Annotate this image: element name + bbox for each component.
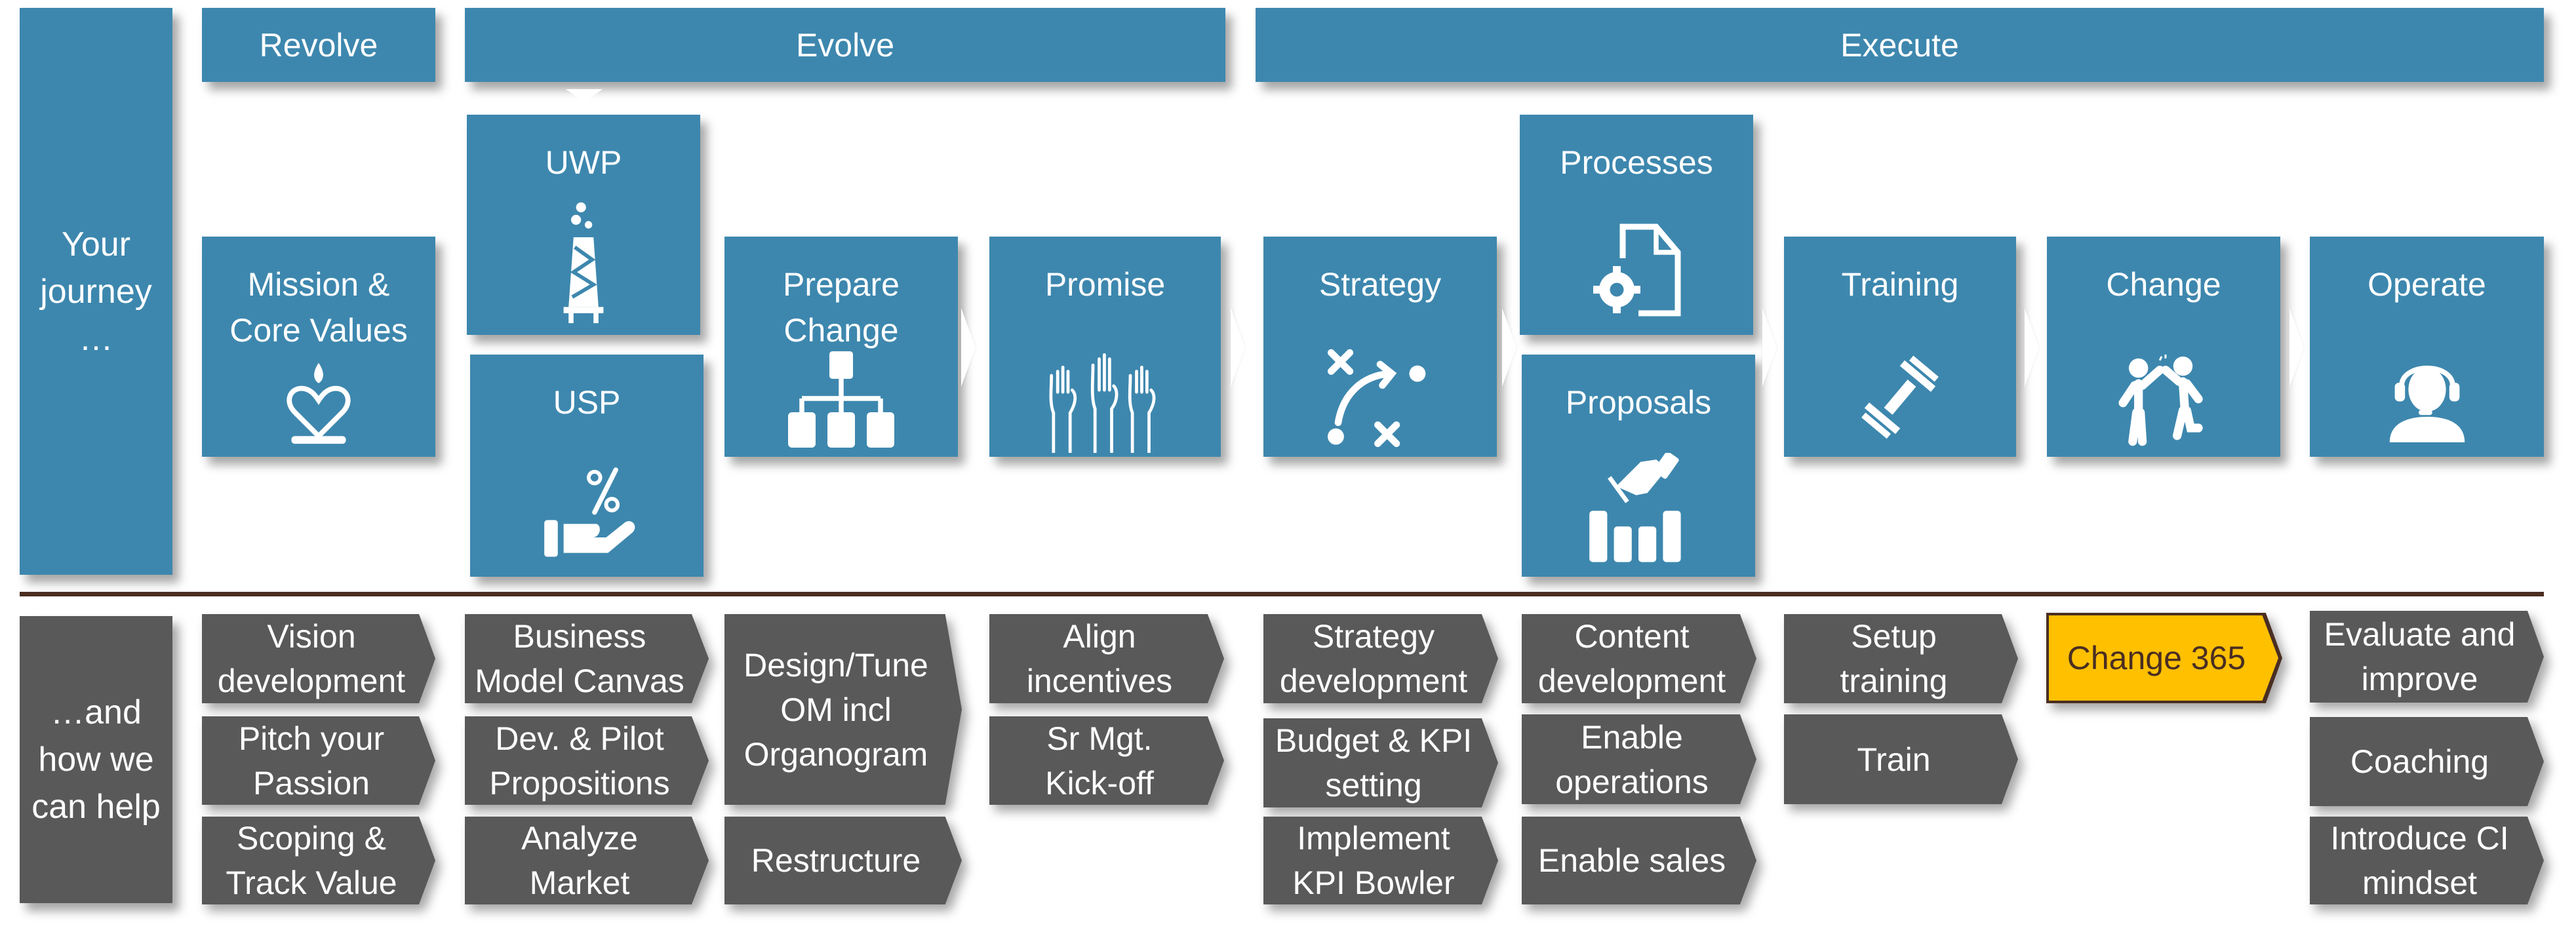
service-implement-kpi-bowler[interactable]: Implement KPI Bowler: [1263, 817, 1498, 904]
hand-percent-icon: [544, 467, 635, 557]
document-gear-icon: [1593, 223, 1681, 317]
tile-change-label: Change: [2106, 266, 2221, 303]
tile-change[interactable]: Change: [2047, 237, 2280, 457]
tile-operate[interactable]: Operate: [2310, 237, 2544, 457]
headset-agent-icon: [2389, 366, 2465, 442]
service-label: Introduce CI mindset: [2310, 817, 2544, 904]
phase-pointer: [566, 89, 603, 102]
service-analyze-market[interactable]: Analyze Market: [465, 817, 709, 904]
high-five-icon: [2118, 355, 2203, 446]
service-evaluate-improve[interactable]: Evaluate and improve: [2310, 611, 2544, 703]
tile-training[interactable]: Training: [1784, 237, 2016, 457]
service-coaching[interactable]: Coaching: [2310, 717, 2544, 806]
tile-processes-label: Processes: [1560, 144, 1713, 181]
phase-evolve[interactable]: Evolve: [465, 8, 1225, 82]
service-label: Enable sales: [1522, 817, 1756, 904]
tile-usp-label: USP: [553, 384, 621, 421]
flow-arrow: [2289, 308, 2304, 387]
service-label: Dev. & Pilot Propositions: [465, 716, 709, 805]
heart-candle-icon: [287, 362, 351, 444]
service-content-development[interactable]: Content development: [1522, 614, 1756, 703]
service-restructure[interactable]: Restructure: [724, 817, 962, 904]
service-sr-mgt-kick-off[interactable]: Sr Mgt. Kick-off: [989, 716, 1224, 805]
service-label: Pitch your Passion: [202, 716, 435, 805]
service-label: Sr Mgt. Kick-off: [989, 716, 1224, 805]
tile-strategy-label: Strategy: [1318, 266, 1442, 303]
service-label: Design/Tune OM incl Organogram: [724, 614, 962, 805]
tile-operate-label: Operate: [2368, 266, 2486, 303]
section-divider: [20, 592, 2544, 596]
flow-arrow: [2025, 308, 2039, 387]
tile-uwp-label: UWP: [545, 144, 622, 181]
service-vision-development[interactable]: Vision development: [202, 614, 435, 703]
flow-arrow: [1231, 308, 1245, 387]
phase-execute[interactable]: Execute: [1256, 8, 2544, 82]
service-label: Align incentives: [989, 614, 1224, 703]
raised-hands-icon: [1049, 353, 1155, 453]
service-label: Change 365: [2049, 615, 2278, 701]
tile-strategy[interactable]: Strategy: [1263, 237, 1497, 457]
handshake-chart-icon: [1589, 453, 1681, 562]
service-label: Restructure: [724, 817, 962, 904]
service-budget-kpi-setting[interactable]: Budget & KPI setting: [1263, 718, 1498, 807]
service-change-365[interactable]: Change 365: [2046, 613, 2282, 703]
service-setup-training[interactable]: Setup training: [1784, 614, 2018, 703]
service-label: Implement KPI Bowler: [1263, 817, 1498, 904]
tile-training-label: Training: [1841, 266, 1959, 303]
service-label: Enable operations: [1522, 714, 1756, 804]
service-label: Evaluate and improve: [2310, 611, 2544, 703]
service-strategy-development[interactable]: Strategy development: [1263, 614, 1498, 703]
service-label: Coaching: [2310, 717, 2544, 806]
dumbbell-icon: [1861, 355, 1939, 439]
service-enable-sales[interactable]: Enable sales: [1522, 817, 1756, 904]
flow-arrow: [1762, 308, 1777, 387]
service-train[interactable]: Train: [1784, 714, 2018, 804]
phase-revolve[interactable]: Revolve: [202, 8, 435, 82]
service-label: Strategy development: [1263, 614, 1498, 703]
journey-label: Your journey …: [20, 8, 172, 575]
tile-uwp[interactable]: UWP: [467, 115, 700, 335]
service-pitch-your-passion[interactable]: Pitch your Passion: [202, 716, 435, 805]
tile-promise-label: Promise: [1044, 266, 1166, 303]
service-dev-pilot-propositions[interactable]: Dev. & Pilot Propositions: [465, 716, 709, 805]
service-design-tune-om[interactable]: Design/Tune OM incl Organogram: [724, 614, 962, 805]
service-align-incentives[interactable]: Align incentives: [989, 614, 1224, 703]
org-chart-icon: [788, 351, 894, 448]
service-introduce-ci-mindset[interactable]: Introduce CI mindset: [2310, 817, 2544, 904]
tile-promise[interactable]: Promise: [989, 237, 1221, 457]
tile-proposals-label: Proposals: [1565, 384, 1712, 421]
service-label: Train: [1784, 714, 2018, 804]
flow-arrow: [961, 308, 976, 387]
tile-usp[interactable]: USP: [470, 355, 703, 577]
service-scoping-track-value[interactable]: Scoping & Track Value: [202, 817, 435, 904]
service-label: Analyze Market: [465, 817, 709, 904]
service-label: Vision development: [202, 614, 435, 703]
service-label: Scoping & Track Value: [202, 817, 435, 904]
service-label: Business Model Canvas: [465, 614, 709, 703]
help-label: …and how we can help: [20, 616, 172, 903]
tile-proposals[interactable]: Proposals: [1522, 355, 1755, 577]
flow-arrow: [1502, 308, 1516, 387]
service-business-model-canvas[interactable]: Business Model Canvas: [465, 614, 709, 703]
tile-mission-label: Mission & Core Values: [229, 266, 408, 349]
service-enable-operations[interactable]: Enable operations: [1522, 714, 1756, 804]
oil-rig-icon: [563, 202, 604, 324]
tile-processes[interactable]: Processes: [1520, 115, 1753, 335]
service-label: Budget & KPI setting: [1263, 718, 1498, 807]
service-label: Setup training: [1784, 614, 2018, 703]
tile-prepare-label: Prepare Change: [783, 266, 900, 349]
tile-prepare[interactable]: Prepare Change: [724, 237, 958, 457]
tile-mission[interactable]: Mission & Core Values: [202, 237, 435, 457]
service-label: Content development: [1522, 614, 1756, 703]
game-plan-icon: [1328, 349, 1426, 448]
